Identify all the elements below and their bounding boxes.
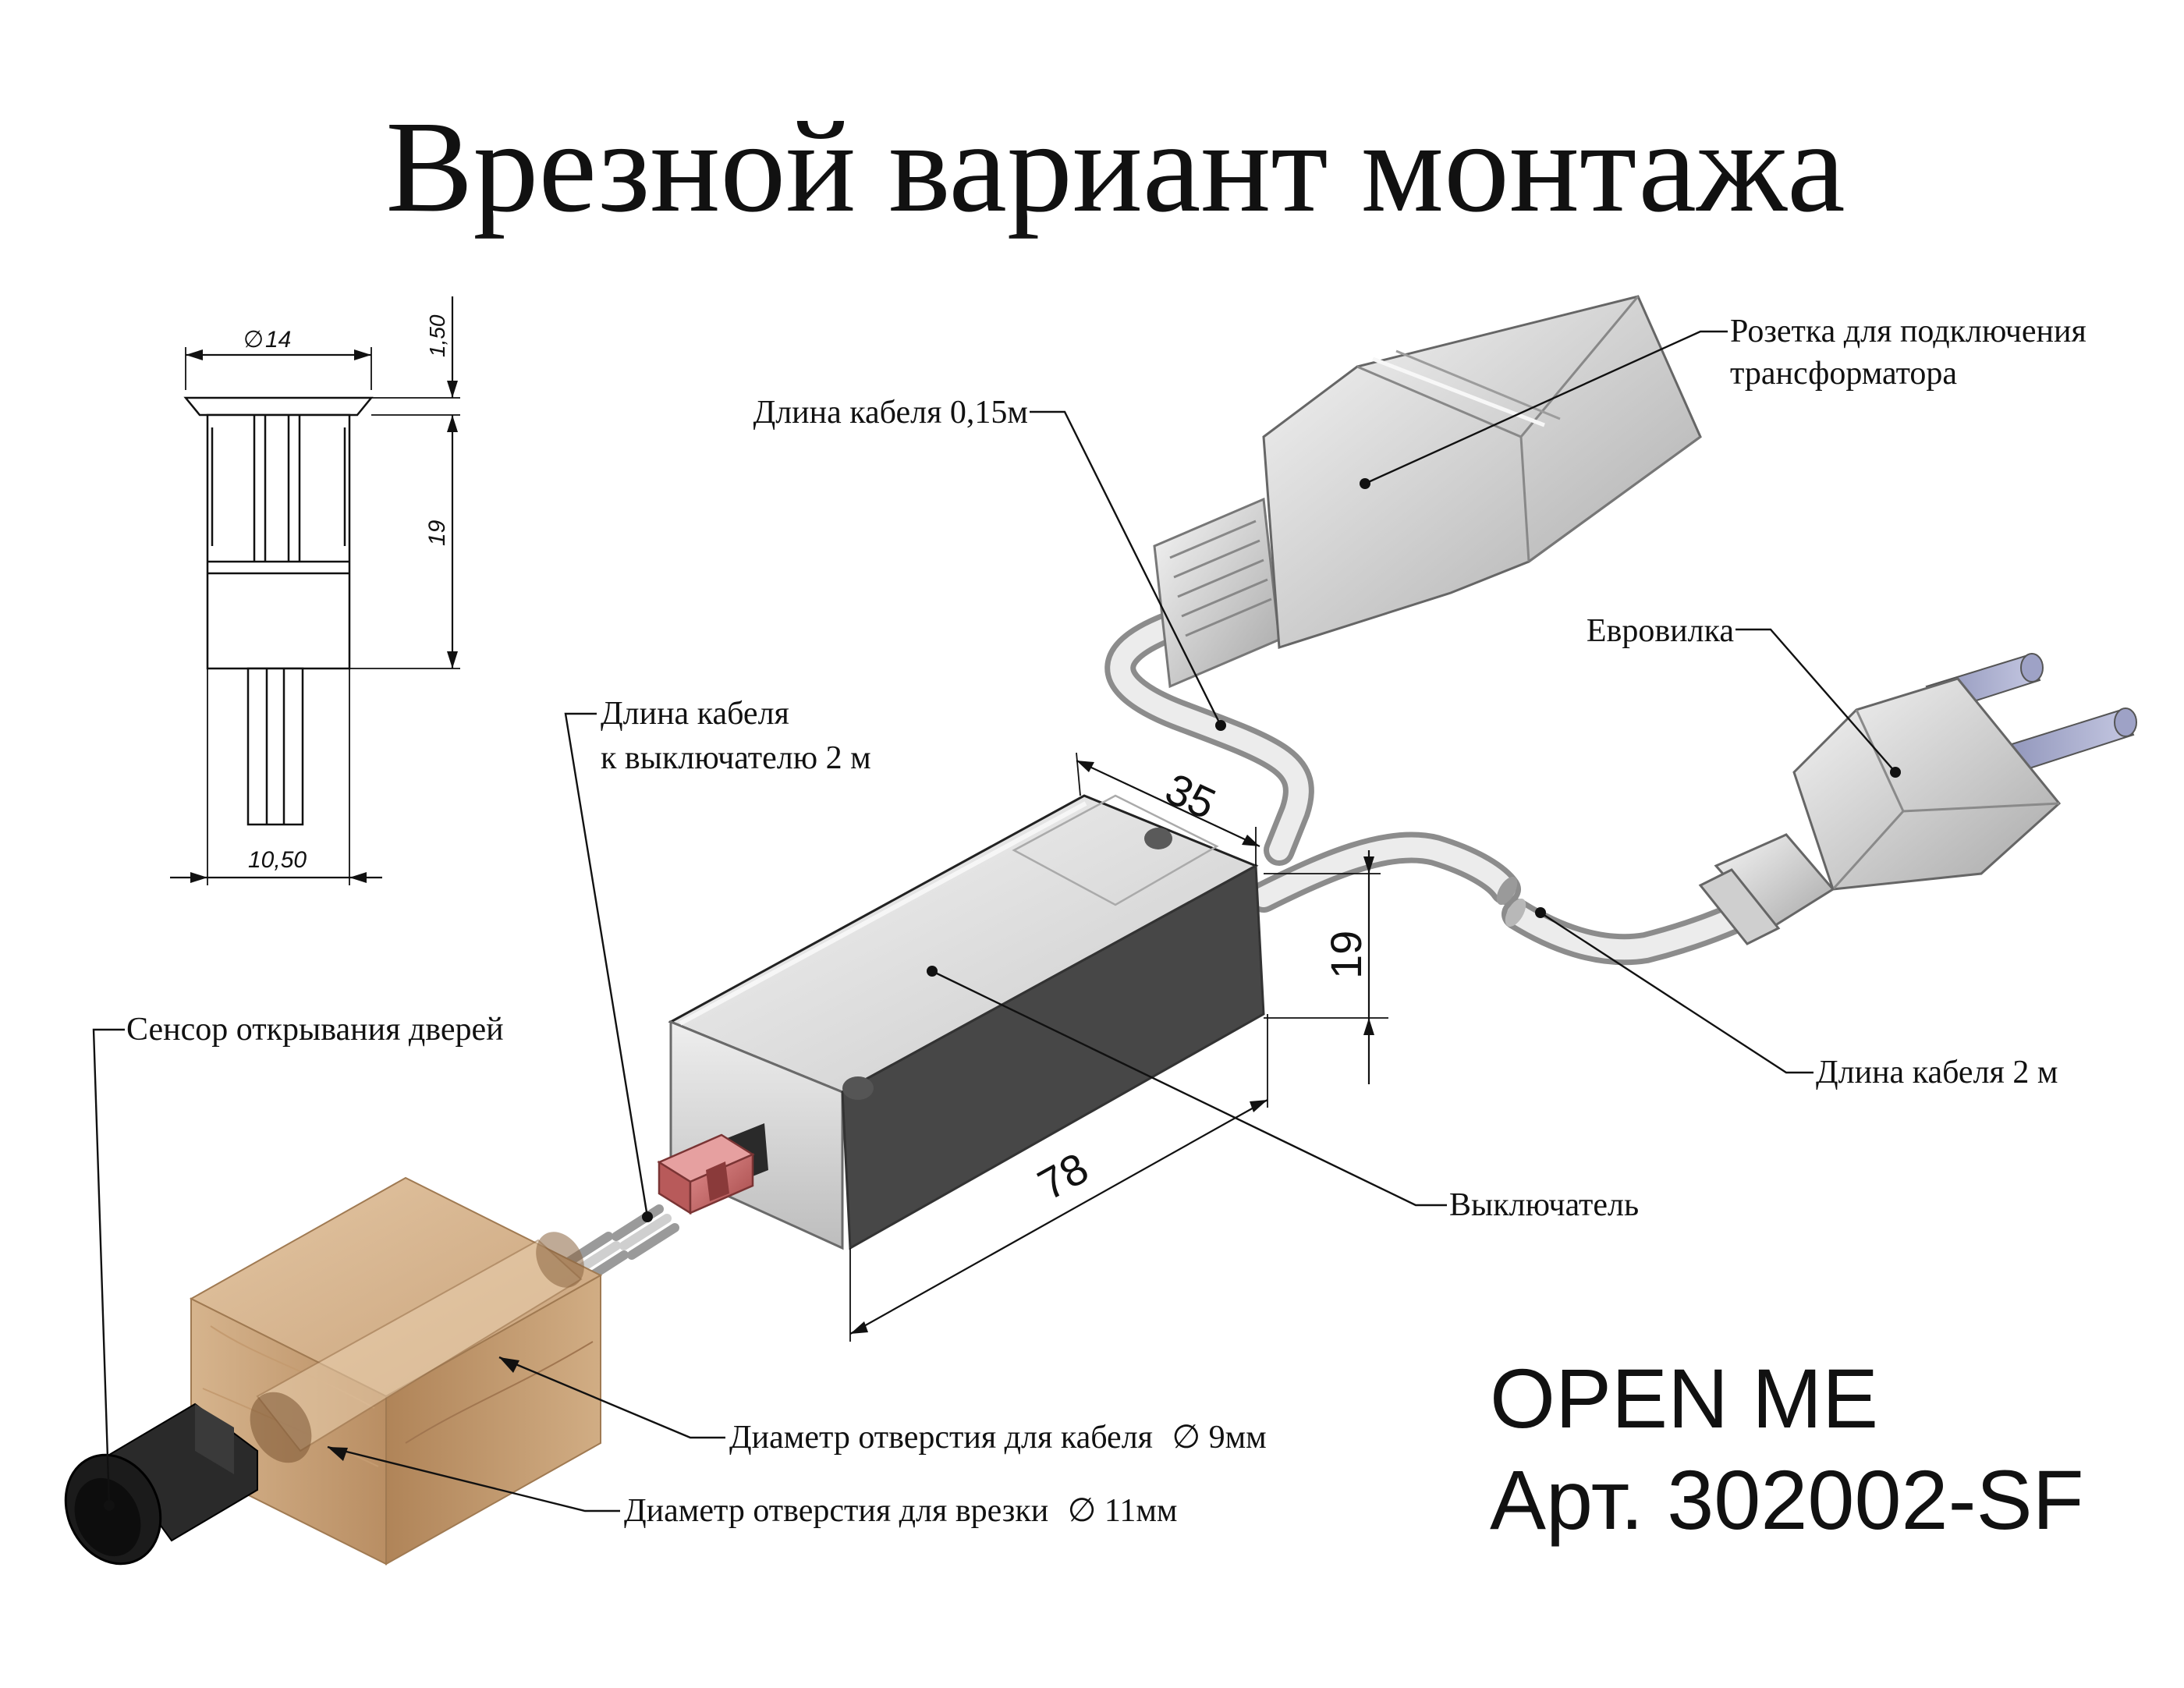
dim-sensor-height: 19 — [424, 520, 450, 546]
svg-text:∅: ∅ — [243, 327, 264, 353]
page-title: Врезной вариант монтажа — [385, 94, 1845, 239]
dim-sensor-cap: 1,50 — [425, 314, 449, 357]
sensor-dimension-lines — [170, 296, 460, 885]
label-sensor: Сенсор открывания дверей — [126, 1012, 504, 1048]
product-name: OPEN ME — [1490, 1351, 1878, 1445]
cable-connector — [657, 1133, 755, 1215]
sensor-dimension-labels: ∅ 14 1,50 19 10,50 — [243, 314, 450, 873]
euro-plug — [1698, 653, 2137, 945]
dim-box-height: 19 — [1321, 931, 1370, 979]
label-euro-plug: Евровилка — [1587, 613, 1735, 649]
label-socket-line1: Розетка для подключения — [1730, 314, 2086, 349]
label-cable-switch-line1: Длина кабеля — [601, 696, 789, 732]
callouts: Розетка для подключения трансформатора Д… — [126, 314, 2086, 1529]
product-article: Арт. 302002-SF — [1490, 1452, 2084, 1547]
label-cable-015: Длина кабеля 0,15м — [753, 395, 1028, 431]
label-hole-cable: Диаметр отверстия для кабеля ∅ 9мм — [729, 1420, 1267, 1456]
switch-box — [668, 794, 1265, 1250]
dim-box-length: 78 — [1030, 1143, 1096, 1209]
socket-connector — [1153, 295, 1702, 689]
door-sensor — [64, 1403, 258, 1566]
dim-sensor-diameter: 14 — [265, 327, 291, 353]
label-socket-line2: трансформатора — [1730, 356, 1957, 392]
dim-sensor-width: 10,50 — [248, 847, 307, 873]
box-dimension-lines — [849, 752, 1388, 1342]
product-info: OPEN ME Арт. 302002-SF — [1490, 1351, 2084, 1547]
leader-lines — [92, 330, 1901, 1512]
label-cable-2m: Длина кабеля 2 м — [1816, 1055, 2058, 1090]
label-switch: Выключатель — [1449, 1187, 1639, 1223]
label-cable-switch-line2: к выключателю 2 м — [601, 740, 871, 776]
dim-box-depth: 35 — [1158, 764, 1223, 828]
sensor-technical-drawing — [183, 396, 374, 826]
wood-block — [189, 1176, 603, 1566]
label-hole-insert: Диаметр отверстия для врезки ∅ 11мм — [624, 1493, 1177, 1529]
